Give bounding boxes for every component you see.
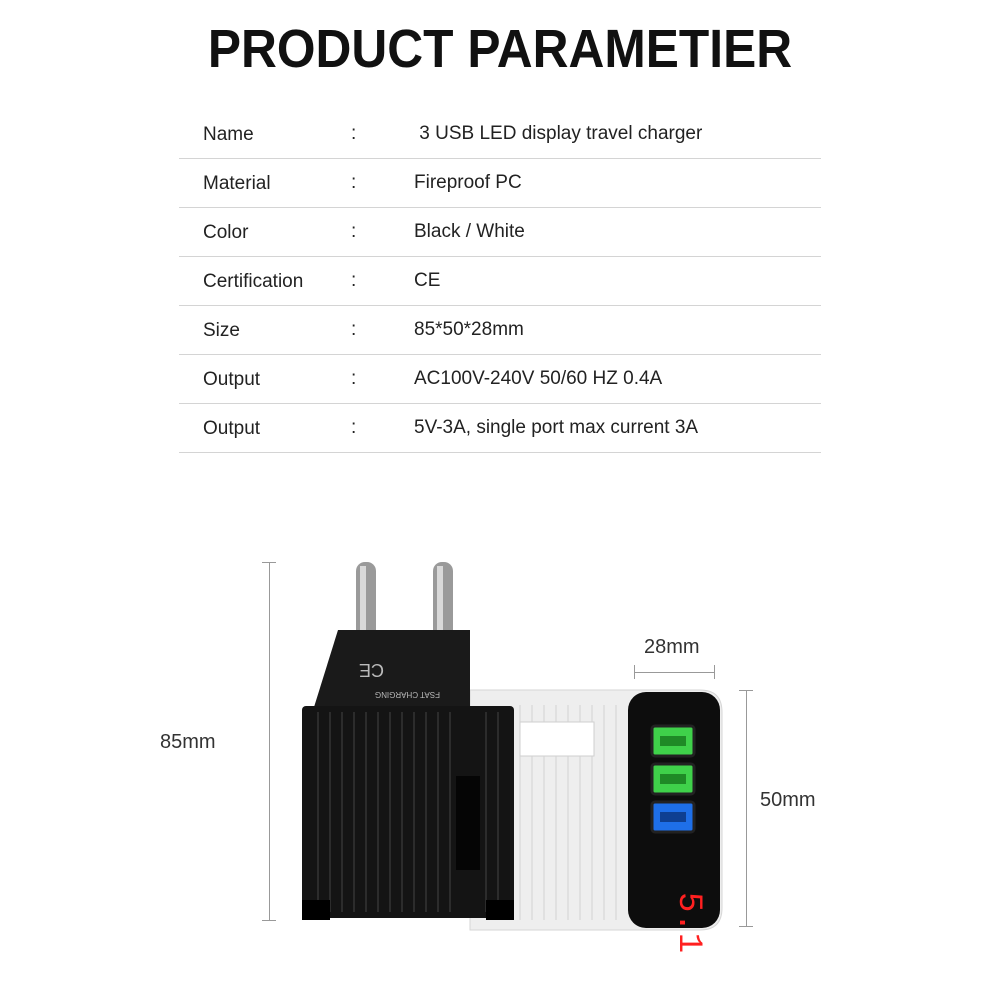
height-dimension-line bbox=[269, 562, 270, 920]
width-dimension-line bbox=[746, 690, 747, 926]
spec-value: 5V-3A, single port max current 3A bbox=[414, 417, 699, 438]
spec-row-size: Size : 85*50*28mm bbox=[179, 306, 821, 355]
fast-charging-label: FSAT CHARGING bbox=[375, 690, 440, 699]
spec-separator: : bbox=[351, 123, 357, 144]
spec-separator: : bbox=[351, 172, 357, 193]
spec-label: Certification bbox=[203, 271, 304, 292]
spec-row-output-usb: Output : 5V-3A, single port max current … bbox=[179, 404, 821, 453]
spec-table: Name : 3 USB LED display travel charger … bbox=[179, 110, 821, 453]
height-dimension-label: 85mm bbox=[160, 731, 216, 753]
spec-label: Material bbox=[203, 173, 271, 194]
spec-row-color: Color : Black / White bbox=[179, 208, 821, 257]
width-dimension-cap-bottom bbox=[739, 926, 753, 927]
ce-mark: CE bbox=[359, 660, 384, 680]
led-display: 5.1 bbox=[669, 892, 707, 953]
spec-label: Output bbox=[203, 418, 261, 439]
spec-separator: : bbox=[351, 270, 357, 291]
spec-value: 3 USB LED display travel charger bbox=[414, 123, 703, 144]
spec-separator: : bbox=[351, 417, 357, 438]
depth-dimension-label: 28mm bbox=[644, 636, 700, 658]
spec-value: Fireproof PC bbox=[414, 172, 522, 193]
height-dimension-cap-top bbox=[262, 562, 276, 563]
spec-value: CE bbox=[414, 270, 441, 291]
page-title: PRODUCT PARAMETIER bbox=[207, 19, 793, 79]
spec-separator: : bbox=[351, 368, 357, 389]
black-charger: CE FSAT CHARGING bbox=[302, 562, 514, 920]
spec-label: Size bbox=[203, 320, 240, 341]
spec-label: Name bbox=[203, 124, 254, 145]
spec-label: Color bbox=[203, 222, 249, 243]
spec-label: Output bbox=[203, 369, 261, 390]
spec-row-material: Material : Fireproof PC bbox=[179, 159, 821, 208]
depth-dimension-cap-left bbox=[634, 665, 635, 679]
spec-separator: : bbox=[351, 319, 357, 340]
width-dimension-label: 50mm bbox=[760, 789, 816, 811]
spec-value: AC100V-240V 50/60 HZ 0.4A bbox=[414, 368, 663, 389]
depth-dimension-cap-right bbox=[714, 665, 715, 679]
width-dimension-cap-top bbox=[739, 690, 753, 691]
depth-dimension-line bbox=[634, 672, 714, 673]
white-charger: 5.1 bbox=[469, 689, 723, 953]
spec-row-output-input: Output : AC100V-240V 50/60 HZ 0.4A bbox=[179, 355, 821, 404]
spec-separator: : bbox=[351, 221, 357, 242]
spec-value: Black / White bbox=[414, 221, 525, 242]
spec-row-name: Name : 3 USB LED display travel charger bbox=[179, 110, 821, 159]
spec-value: 85*50*28mm bbox=[414, 319, 524, 340]
height-dimension-cap-bottom bbox=[262, 920, 276, 921]
spec-row-certification: Certification : CE bbox=[179, 257, 821, 306]
